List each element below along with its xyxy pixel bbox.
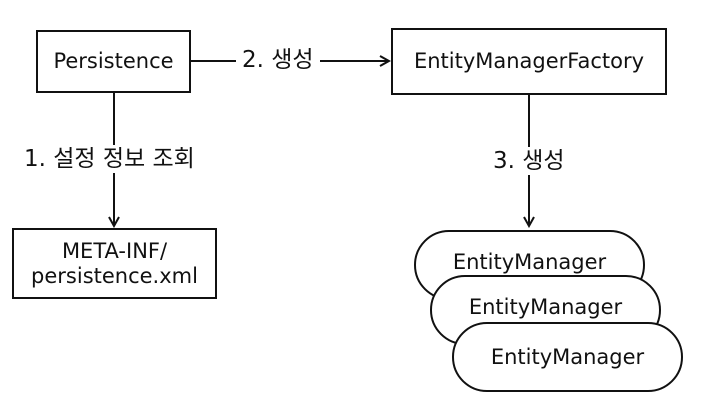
entity-manager-label: EntityManager <box>490 345 645 369</box>
persistence-label: Persistence <box>53 49 174 73</box>
entity-manager-node: EntityManager <box>452 322 683 392</box>
entity-manager-label: EntityManager <box>452 250 607 274</box>
edge-label-create-manager: 3. 생성 <box>489 147 569 175</box>
factory-label: EntityManagerFactory <box>413 49 645 73</box>
meta-inf-label-line2: persistence.xml <box>31 263 198 288</box>
edge-label-read-config: 1. 설정 정보 조회 <box>22 145 197 173</box>
entity-manager-label: EntityManager <box>468 295 623 319</box>
edge-label-create-factory: 2. 생성 <box>236 46 320 74</box>
meta-inf-node: META-INF/ persistence.xml <box>12 228 217 299</box>
persistence-node: Persistence <box>36 30 191 93</box>
entity-manager-factory-node: EntityManagerFactory <box>391 28 667 95</box>
meta-inf-label-line1: META-INF/ <box>61 238 168 263</box>
